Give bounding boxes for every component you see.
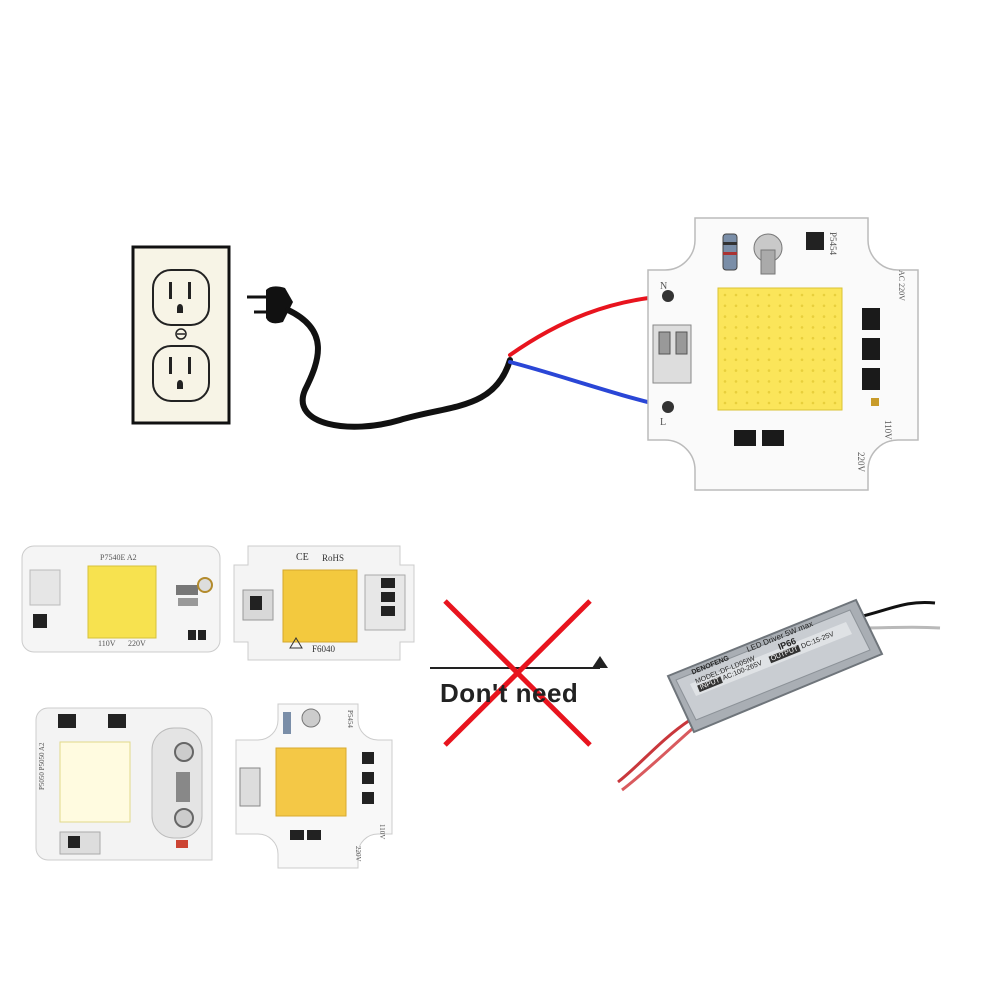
power-cord bbox=[285, 307, 513, 430]
variant-a-220v: 220V bbox=[128, 639, 146, 648]
variant-a-model: P7540E A2 bbox=[100, 553, 137, 562]
dont-need-label: Don't need bbox=[440, 678, 579, 708]
variant-d-220v: 220V bbox=[354, 846, 362, 862]
chip-variant-c bbox=[35, 707, 213, 861]
chip-variant-d bbox=[235, 703, 393, 869]
variant-a-110v: 110V bbox=[98, 639, 116, 648]
led-grid bbox=[723, 293, 837, 405]
variant-d-110v: 110V bbox=[378, 824, 386, 840]
wall-outlet bbox=[131, 245, 231, 425]
variant-d-model: P5454 bbox=[346, 710, 354, 728]
variant-c-model: P5050 P5050 A2 bbox=[38, 742, 46, 790]
variant-b-ce: CE bbox=[296, 552, 309, 563]
pin-l-label: L bbox=[660, 417, 667, 428]
power-plug bbox=[247, 286, 293, 324]
variant-b-rohs: RoHS bbox=[322, 553, 345, 563]
variant-b-model: F6040 bbox=[312, 644, 336, 654]
dont-need-marker bbox=[430, 599, 608, 747]
pin-n-label: N bbox=[660, 281, 668, 292]
chip-variant-a bbox=[21, 545, 221, 653]
chip-variant-b bbox=[233, 545, 415, 661]
led-driver bbox=[617, 598, 941, 792]
main-cob-chip bbox=[647, 217, 919, 491]
